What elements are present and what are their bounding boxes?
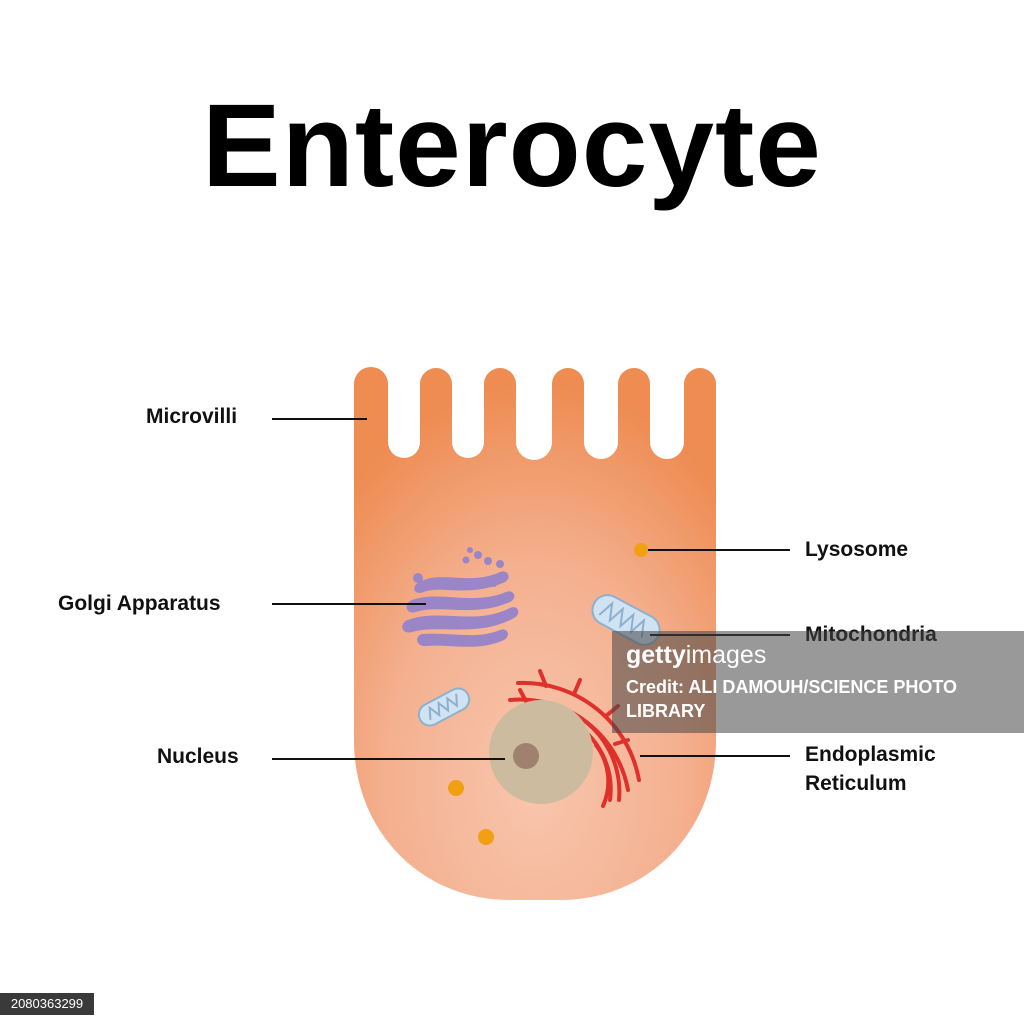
nucleus [489,700,593,804]
label-golgi-apparatus: Golgi Apparatus [58,592,221,615]
watermark-brand-light: images [685,641,767,669]
cell-body [354,367,716,900]
watermark-brand-bold: getty [626,641,686,669]
label-nucleus: Nucleus [157,745,239,768]
watermark-overlay: gettyimages Credit: ALI DAMOUH/SCIENCE P… [612,631,1024,733]
label-microvilli: Microvilli [146,405,238,428]
label-er-line2: Reticulum [805,772,907,795]
label-endoplasmic-reticulum: Endoplasmic Reticulum [805,740,936,798]
diagram-title: Enterocyte [202,80,822,212]
mitochondrion [417,687,471,727]
golgi-apparatus [402,547,519,647]
leader-lines [272,418,790,760]
watermark-credit: Credit: ALI DAMOUH/SCIENCE PHOTO LIBRARY [626,677,958,721]
lysosome [448,780,464,796]
label-er-line1: Endoplasmic [805,743,936,766]
nucleolus [513,743,539,769]
lysosome [478,829,494,845]
image-id: 2080363299 [0,993,94,1015]
lysosome [634,543,648,557]
label-lysosome: Lysosome [805,538,909,561]
watermark-logo: gettyimages [626,641,766,670]
